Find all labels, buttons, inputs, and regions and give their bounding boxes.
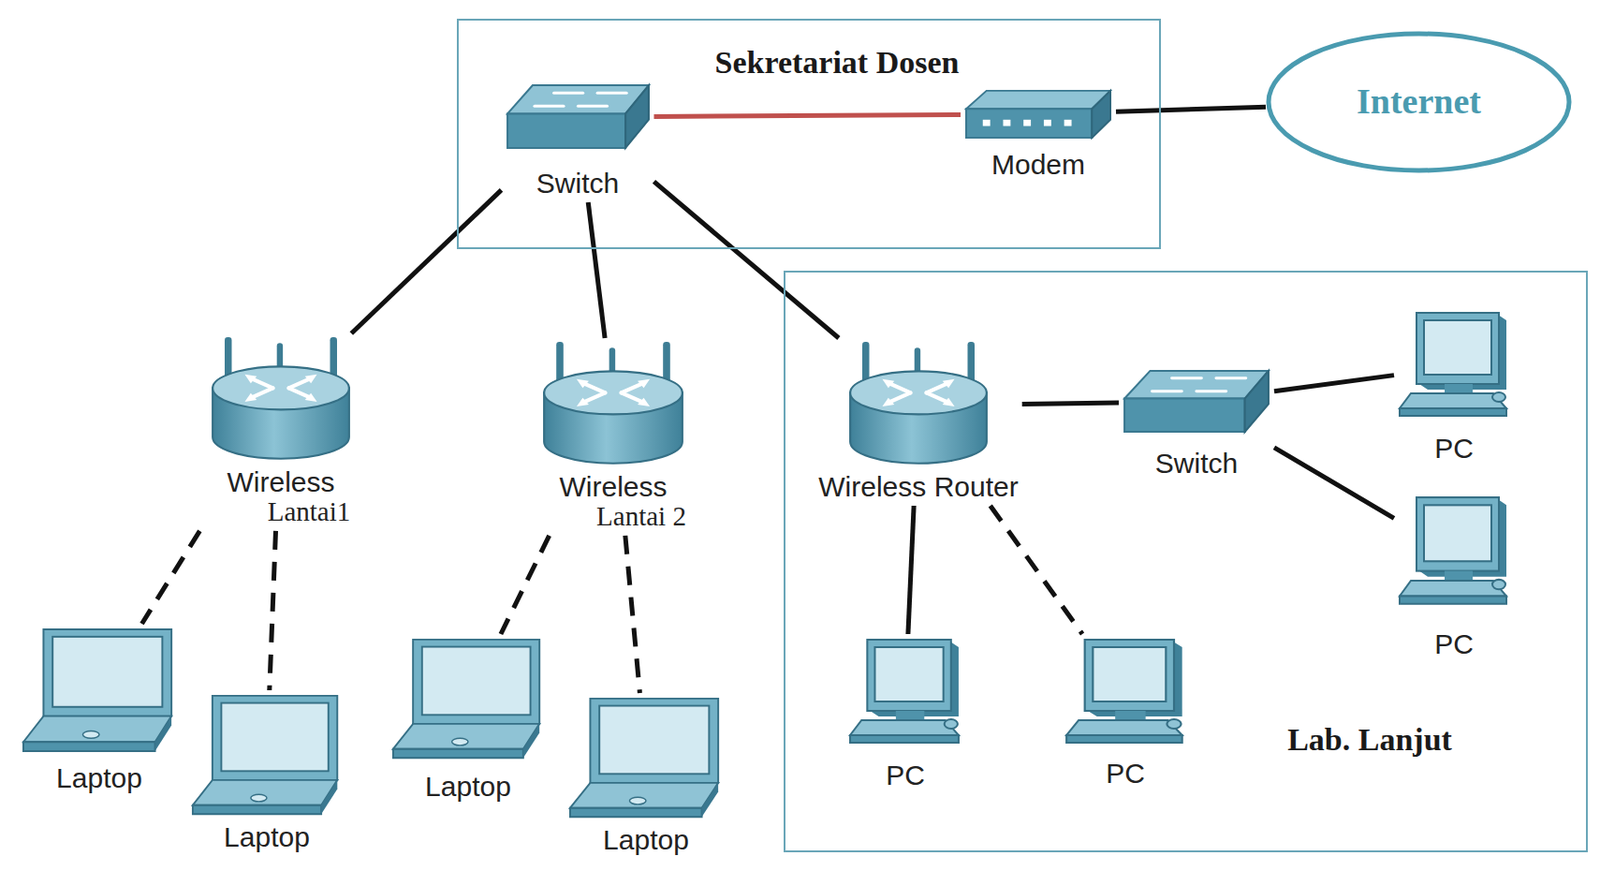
wireless-link <box>990 505 1083 634</box>
cable-link <box>908 505 914 634</box>
pc-device: PC <box>1060 633 1190 793</box>
cable-link <box>351 190 501 334</box>
wireless-router: WirelessLantai 2 <box>508 337 719 536</box>
laptop-icon <box>190 693 343 820</box>
laptop-device: Laptop <box>387 633 549 806</box>
device-label: Wireless <box>558 470 667 502</box>
laptop-device: Laptop <box>187 689 347 856</box>
device-label: Wireless <box>226 466 335 498</box>
area-title: Lab. Lanjut <box>1287 721 1453 757</box>
floor-label: Lantai 2 <box>596 501 687 532</box>
laptop-icon <box>21 627 177 757</box>
switch-device: Switch <box>501 77 655 203</box>
laptop-icon <box>568 696 724 823</box>
laptop-device: Laptop <box>564 692 728 859</box>
cloud-ellipse <box>1268 33 1570 171</box>
wireless-router: WirelessLantai1 <box>179 333 383 531</box>
wireless-router: Wireless Router <box>814 337 1022 506</box>
cloud-label: Internet <box>1356 82 1482 122</box>
cable-link <box>654 181 839 338</box>
pc-icon <box>1397 495 1511 612</box>
cable-link <box>1274 447 1395 518</box>
laptop-icon <box>391 637 545 764</box>
floor-label: Lantai1 <box>267 497 352 528</box>
modem-icon <box>964 87 1113 142</box>
switch-device: Switch <box>1118 363 1275 483</box>
router-icon <box>848 341 989 470</box>
pc-device: PC <box>844 633 967 794</box>
device-label: Laptop <box>223 821 310 852</box>
device-label: Laptop <box>602 823 690 855</box>
device-label: Laptop <box>56 762 143 793</box>
cable-link <box>1022 402 1119 404</box>
area-title: Sekretariat Dosen <box>715 44 960 80</box>
pc-icon <box>848 637 963 750</box>
device-label: Switch <box>536 167 619 199</box>
wireless-link <box>625 535 641 693</box>
switch-icon <box>1122 366 1271 437</box>
device-label: PC <box>1434 628 1474 660</box>
office-area: Sekretariat DosenSwitch Modem <box>456 18 1161 250</box>
wireless-link <box>142 530 201 624</box>
pc-icon <box>1397 310 1511 424</box>
wireless-link <box>500 535 550 634</box>
device-label: Wireless Router <box>818 470 1018 502</box>
lab-area: Lab. LanjutWireless RouterSwitchPCPCPCPC <box>783 270 1588 852</box>
cable-link <box>1115 106 1266 112</box>
laptop-device: Laptop <box>17 623 181 797</box>
pc-device: PC <box>1394 307 1514 468</box>
router-icon <box>210 337 352 465</box>
cable-link <box>654 115 962 118</box>
switch-icon <box>505 81 651 153</box>
device-label: PC <box>885 759 925 791</box>
cable-link <box>1274 375 1395 392</box>
pc-device: PC <box>1394 491 1514 663</box>
device-label: Switch <box>1155 447 1238 479</box>
pc-icon <box>1064 637 1187 750</box>
device-label: PC <box>1105 757 1145 789</box>
router-icon <box>542 341 685 470</box>
device-label: PC <box>1434 432 1474 464</box>
wireless-link <box>269 530 277 690</box>
device-label: Modem <box>991 148 1086 180</box>
cable-link <box>587 202 605 338</box>
device-label: Laptop <box>425 770 512 802</box>
modem-device: Modem <box>960 83 1116 184</box>
internet-cloud: Internet <box>1265 30 1572 174</box>
